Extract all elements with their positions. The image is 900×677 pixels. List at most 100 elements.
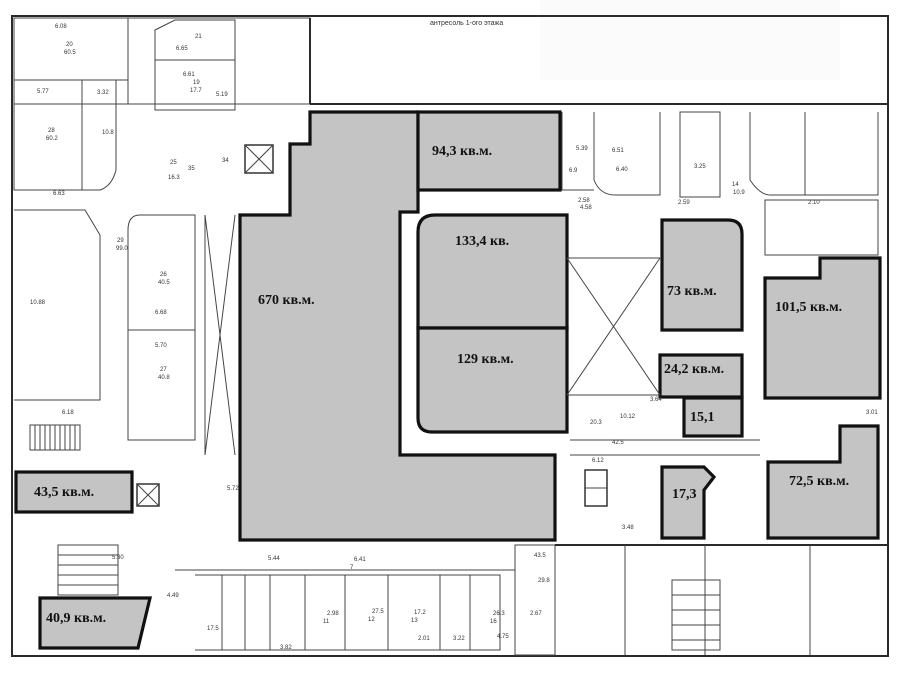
room-tag: 43.5 [534,553,546,559]
room-tag: 5.39 [576,146,588,152]
room-tag: 5.80 [112,555,124,561]
area-101 [765,258,880,398]
area-129 [418,328,567,432]
label-72: 72,5 кв.м. [789,474,850,489]
room-tag: 40.8 [158,375,170,381]
room-tag: 4.58 [580,205,592,211]
room-tag: 3.25 [694,164,706,170]
room-tag: 6.68 [155,310,167,316]
area-40 [40,598,150,648]
room-tag: 5.77 [37,89,49,95]
label-129: 129 кв.м. [457,352,514,367]
room-tag: 19 [193,80,200,86]
room-tag: 29 [117,238,124,244]
background-scan-noise [540,0,840,80]
room-tag: 42.5 [612,440,624,446]
room-tag: 3.48 [622,525,634,531]
room-tag: 4.49 [167,593,179,599]
room-tag: 2.67 [530,611,542,617]
room-tag: 6.12 [592,458,604,464]
label-24: 24,2 кв.м. [664,362,725,377]
room-tag: 40.5 [158,280,170,286]
room-tag: 6.18 [62,410,74,416]
room-tag: 20 [66,42,73,48]
internal-walls [13,18,888,656]
room-tag: 35 [188,166,195,172]
room-tag: 3.32 [97,90,109,96]
room-tag: 29.8 [538,578,550,584]
room-tag: 6.61 [183,72,195,78]
label-15: 15,1 [690,410,715,425]
label-133: 133,4 кв. [455,234,510,249]
area-15 [684,398,742,436]
room-tag: 99.0 [116,246,128,252]
room-tag: 14 [732,182,739,188]
label-43: 43,5 кв.м. [34,485,95,500]
area-73 [662,220,742,330]
room-tag: 6.9 [569,168,578,174]
room-tag: 2.98 [327,611,339,617]
room-tag: 5.19 [216,92,228,98]
room-tag: 2.58 [578,198,590,204]
room-tag: 28 [48,128,55,134]
stairs-left [29,424,119,596]
room-tag: 16.3 [168,175,180,181]
room-tag: 26 [160,272,167,278]
label-94: 94,3 кв.м. [432,144,493,159]
room-tag: 6.41 [354,557,366,563]
room-tag: 25 [170,160,177,166]
plan-title: антресоль 1-ого этажа [430,20,504,27]
room-tag: 12 [368,617,375,623]
area-670 [240,112,555,540]
highlighted-areas [14,110,882,650]
area-24 [660,355,742,397]
room-tag: 6.65 [176,46,188,52]
room-tag: 2.10 [808,200,820,206]
room-tag: 6.51 [612,148,624,154]
room-tag: 17.5 [207,626,219,632]
room-tag: 10.8 [102,130,114,136]
room-tag: 6.40 [616,167,628,173]
room-tag: 11 [323,619,330,625]
room-tag: 27 [160,367,167,373]
label-73: 73 кв.м. [667,284,717,299]
room-tag: 10.9 [733,190,745,196]
room-tag: 5.72 [227,486,239,492]
room-tag: 3.01 [866,410,878,416]
room-tag: 2.59 [678,200,690,206]
room-tag: 13 [411,618,418,624]
room-tag: 16 [490,619,497,625]
room-tag: 26.3 [493,611,505,617]
room-tag: 5.70 [155,343,167,349]
room-tag: 3.64 [650,397,662,403]
area-94 [418,112,560,190]
room-tag: 5.44 [268,556,280,562]
room-tag: 4.75 [497,634,509,640]
room-tag: 7 [350,565,354,571]
room-tag: 6.08 [55,24,67,30]
room-tag: 17.2 [414,610,426,616]
room-tag: 60.5 [64,50,76,56]
room-tag: 6.63 [53,191,65,197]
room-tag: 27.5 [372,609,384,615]
room-tag: 17.7 [190,88,202,94]
label-40: 40,9 кв.м. [46,611,107,626]
room-tag: 3.82 [280,645,292,651]
room-tag: 2.01 [418,636,430,642]
label-101: 101,5 кв.м. [775,300,843,315]
label-17: 17,3 [672,487,697,502]
label-670: 670 кв.м. [258,293,315,308]
room-tag: 10.12 [620,414,636,420]
room-tag: 10.88 [30,300,46,306]
room-tag: 3.22 [453,636,465,642]
area-133 [418,215,567,328]
area-43 [16,472,132,512]
area-72 [768,426,878,538]
room-tag: 21 [195,34,202,40]
room-tag: 60.2 [46,136,58,142]
outer-walls [11,15,889,657]
room-tag: 20.3 [590,420,602,426]
room-tag: 34 [222,158,229,164]
area-17 [662,467,714,538]
